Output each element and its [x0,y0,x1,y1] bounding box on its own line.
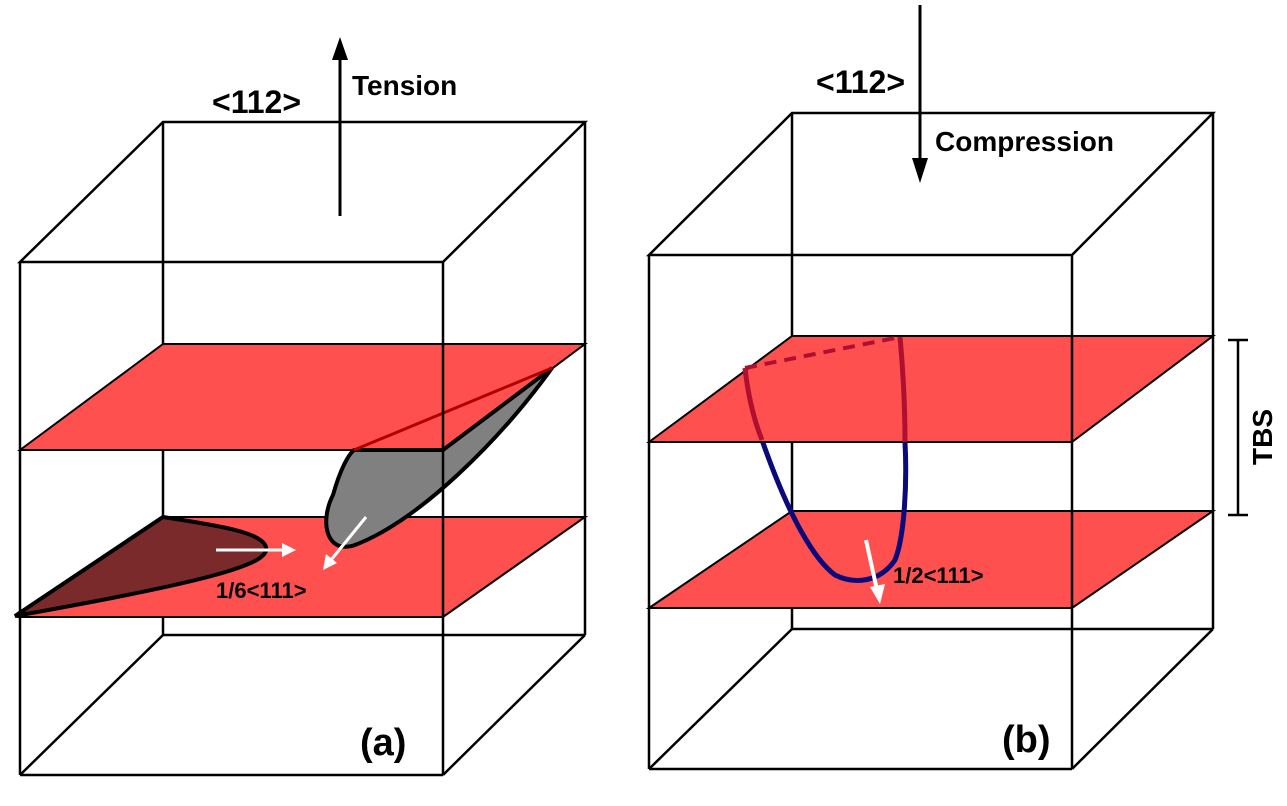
arrow-up-icon [332,37,348,216]
upper-twin-plane-b [645,335,1216,443]
loop-upper-edge [353,366,553,452]
tbs-label: TBS [1247,409,1278,465]
panel-a: <112> Tension 1/6<111> (a) [13,37,589,777]
burgers-arrows-a [216,516,368,570]
dislocation-line-red-left [742,367,765,441]
panel-b: <112> Compression 1/2<111> (b) TBS [645,5,1278,771]
burgers-label-b: 1/2<111> [893,563,984,588]
dislocation-line-dashed [744,335,901,370]
burgers-label-a: 1/6<111> [216,578,307,603]
lower-twin-plane-b [645,510,1217,609]
panel-label-a: (a) [360,722,406,764]
compression-label: Compression [935,126,1114,157]
panel-label-b: (b) [1002,719,1051,761]
burgers-arrow-b [864,539,885,604]
dislocation-line-blue [759,439,909,583]
dislocation-line-red-right [897,336,908,443]
direction-label-a: <112> [212,84,301,120]
direction-label-b: <112> [816,64,905,100]
box-a-front-edges [16,120,589,777]
tbs-bracket [1228,338,1248,517]
tension-label: Tension [352,70,457,101]
box-b-front-edges [645,111,1217,771]
arrow-down-icon [912,5,928,183]
